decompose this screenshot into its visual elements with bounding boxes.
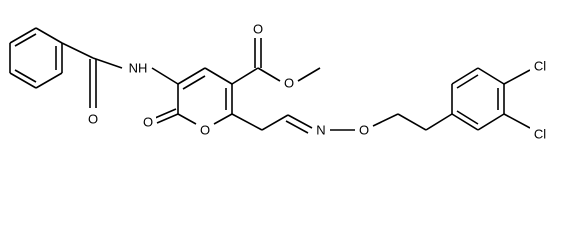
bond bbox=[425, 113, 453, 131]
bond bbox=[213, 113, 233, 125]
bond bbox=[451, 67, 479, 85]
bond-inner bbox=[14, 33, 37, 47]
bond bbox=[451, 113, 479, 131]
bond bbox=[151, 67, 179, 85]
atom-label-oxime-n: N bbox=[316, 123, 325, 138]
atom-label-amide-o: O bbox=[88, 112, 98, 127]
atom-label-cl-para: Cl bbox=[534, 59, 546, 74]
bond bbox=[35, 72, 63, 89]
bond bbox=[297, 67, 321, 82]
bond bbox=[61, 42, 94, 59]
chemical-structure-diagram: NH O O O O O N O bbox=[9, 20, 550, 143]
bond bbox=[477, 67, 505, 85]
bond bbox=[231, 67, 259, 85]
bond bbox=[503, 113, 531, 129]
atom-label-lactone-carbonyl-o: O bbox=[143, 115, 153, 130]
atom-lactone-carbonyl-oxygen: O bbox=[140, 113, 156, 131]
bond bbox=[397, 113, 427, 131]
bond bbox=[92, 57, 123, 69]
bond-inner bbox=[456, 110, 479, 125]
bond bbox=[503, 69, 531, 85]
atom-label-ester-o: O bbox=[284, 76, 294, 91]
bond bbox=[372, 113, 399, 127]
bond-inner bbox=[182, 75, 206, 90]
atom-labels: NH O O O O O N O bbox=[85, 20, 550, 143]
atom-chlorine-para: Cl bbox=[530, 57, 550, 75]
atom-label-ester-carbonyl-o: O bbox=[253, 22, 263, 37]
atom-oxime-oxygen: O bbox=[356, 121, 372, 139]
bond bbox=[204, 67, 233, 85]
bond bbox=[285, 120, 309, 134]
atom-label-cl-meta: Cl bbox=[534, 127, 546, 142]
bond bbox=[261, 114, 289, 131]
atom-chlorine-meta: Cl bbox=[530, 125, 550, 143]
atom-ring-oxygen: O bbox=[197, 121, 213, 139]
atom-label-oxime-o: O bbox=[359, 123, 369, 138]
bond bbox=[154, 108, 177, 119]
bond bbox=[156, 113, 179, 124]
bond-inner bbox=[456, 74, 479, 89]
atom-nh: NH bbox=[125, 59, 151, 77]
bond bbox=[287, 114, 313, 129]
atom-label-nh: NH bbox=[129, 61, 148, 76]
atom-ester-carbonyl-oxygen: O bbox=[250, 20, 266, 38]
bond bbox=[35, 27, 63, 44]
bond bbox=[9, 27, 37, 44]
bonds bbox=[9, 27, 531, 134]
atom-ester-oxygen: O bbox=[281, 74, 297, 92]
bond-inner bbox=[14, 69, 37, 83]
bond bbox=[9, 72, 37, 89]
atom-oxime-nitrogen: N bbox=[313, 121, 329, 139]
bond bbox=[231, 113, 263, 131]
bond bbox=[177, 67, 206, 85]
atom-amide-oxygen: O bbox=[85, 110, 101, 128]
atom-label-ring-o: O bbox=[200, 123, 210, 138]
bond bbox=[477, 113, 505, 131]
bond bbox=[177, 113, 197, 125]
bond bbox=[257, 67, 281, 82]
